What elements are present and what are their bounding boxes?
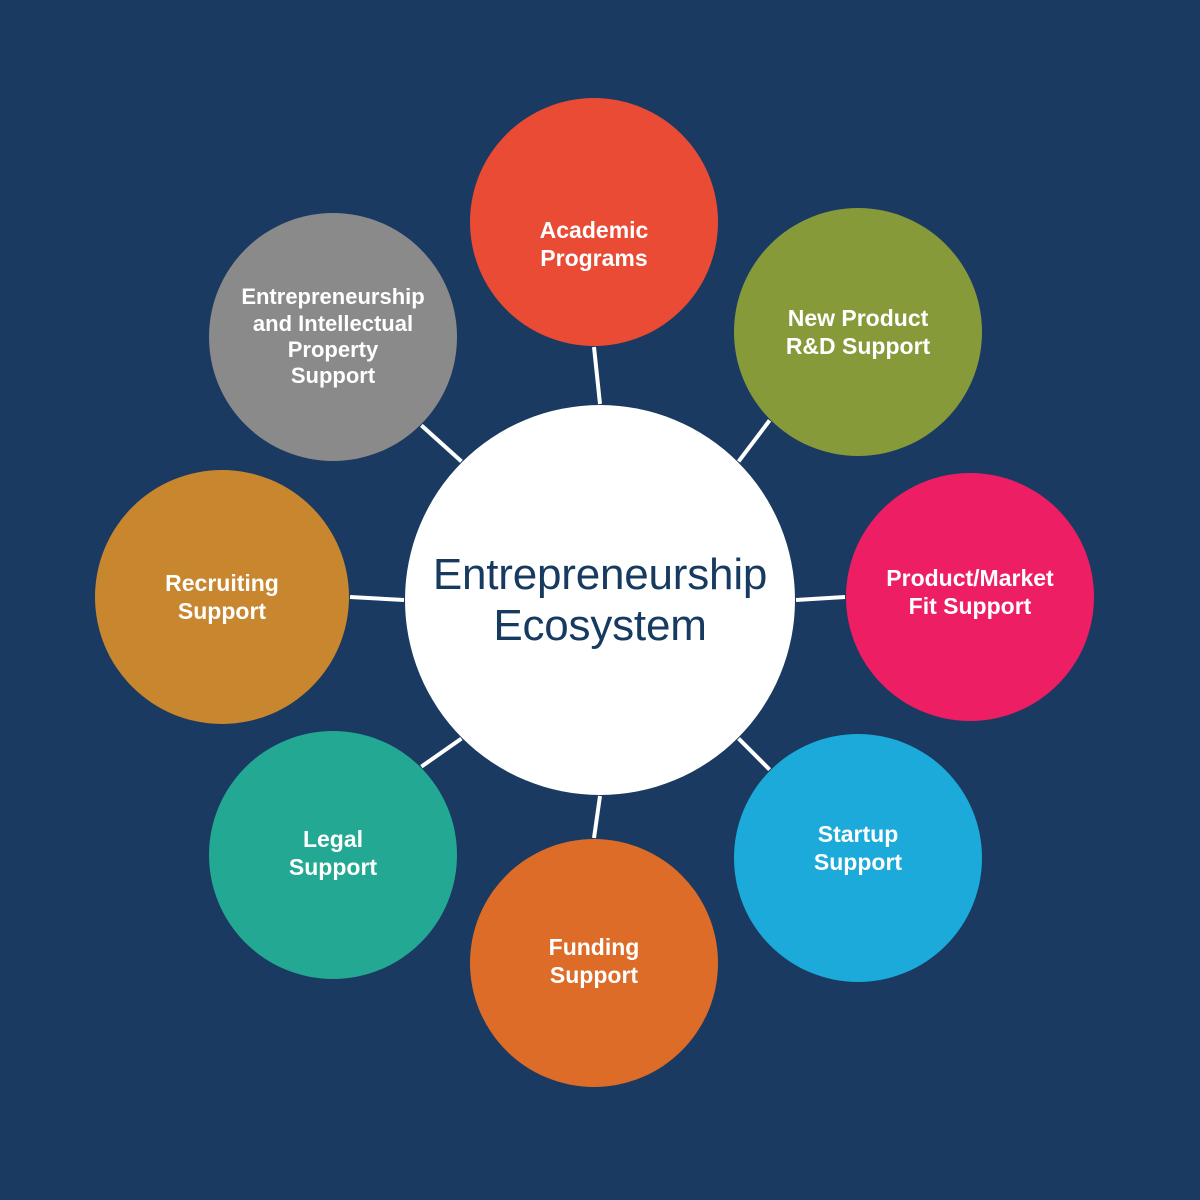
node-funding-support[interactable]: Funding Support <box>470 839 718 1087</box>
spoke-recruiting-support <box>349 595 405 602</box>
node-academic-programs[interactable]: Academic Programs <box>470 98 718 346</box>
spoke-startup-support <box>737 737 772 772</box>
spoke-academic-programs <box>592 346 602 405</box>
hub-label: Entrepreneurship Ecosystem <box>432 549 768 650</box>
spoke-entrepreneurship-ip-support <box>420 423 463 463</box>
node-label-legal-support: Legal Support <box>288 825 378 880</box>
node-startup-support[interactable]: Startup Support <box>734 734 982 982</box>
node-hub-entrepreneurship-ecosystem[interactable]: Entrepreneurship Ecosystem <box>405 405 795 795</box>
node-label-startup-support: Startup Support <box>813 820 903 875</box>
node-label-new-product-rd-support: New Product R&D Support <box>785 304 931 359</box>
node-recruiting-support[interactable]: Recruiting Support <box>95 470 349 724</box>
node-label-product-market-fit-support: Product/Market Fit Support <box>886 564 1054 619</box>
spoke-new-product-rd-support <box>736 419 772 463</box>
node-label-recruiting-support: Recruiting Support <box>165 569 279 624</box>
spoke-legal-support <box>420 736 463 769</box>
node-product-market-fit-support[interactable]: Product/Market Fit Support <box>846 473 1094 721</box>
spoke-funding-support <box>592 795 602 839</box>
node-label-funding-support: Funding Support <box>548 933 640 988</box>
node-new-product-rd-support[interactable]: New Product R&D Support <box>734 208 982 456</box>
spoke-product-market-fit-support <box>795 595 846 602</box>
node-label-academic-programs: Academic Programs <box>539 216 649 271</box>
node-label-entrepreneurship-ip-support: Entrepreneurship and Intellectual Proper… <box>241 284 425 389</box>
node-legal-support[interactable]: Legal Support <box>209 731 457 979</box>
node-entrepreneurship-ip-support[interactable]: Entrepreneurship and Intellectual Proper… <box>209 213 457 461</box>
